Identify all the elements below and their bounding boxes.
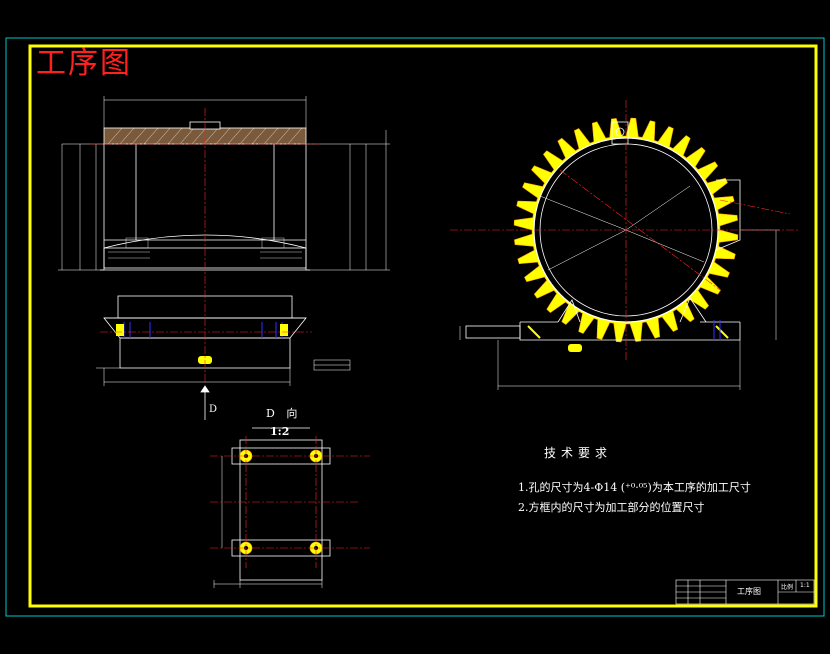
front-view-centerlines	[90, 108, 320, 384]
title-block-name: 工序图	[737, 587, 761, 596]
d-view-scale: 1:2	[270, 425, 290, 438]
sheet-outer-border	[5, 37, 825, 617]
requirements-line-2: 2.方框内的尺寸为加工部分的位置尺寸	[518, 501, 705, 514]
d-view-centerlines	[210, 436, 370, 568]
d-view-arrow-label: D	[209, 404, 218, 415]
title-block-scale-value: 1:1	[800, 582, 810, 589]
title-block	[675, 579, 815, 605]
drawing-frame	[28, 44, 818, 608]
d-view	[213, 439, 331, 588]
title-block-scale-label: 比例	[781, 584, 794, 591]
gear-view	[450, 100, 800, 390]
drawing-title: 工序图	[36, 46, 132, 81]
d-view-title: D 向	[266, 407, 302, 420]
requirements-line-1: 1.孔的尺寸为4-Φ14 (⁺⁰·⁰⁵)为本工序的加工尺寸	[518, 481, 751, 494]
requirements-heading: 技术要求	[544, 446, 613, 460]
d-view-arrow	[200, 385, 210, 420]
